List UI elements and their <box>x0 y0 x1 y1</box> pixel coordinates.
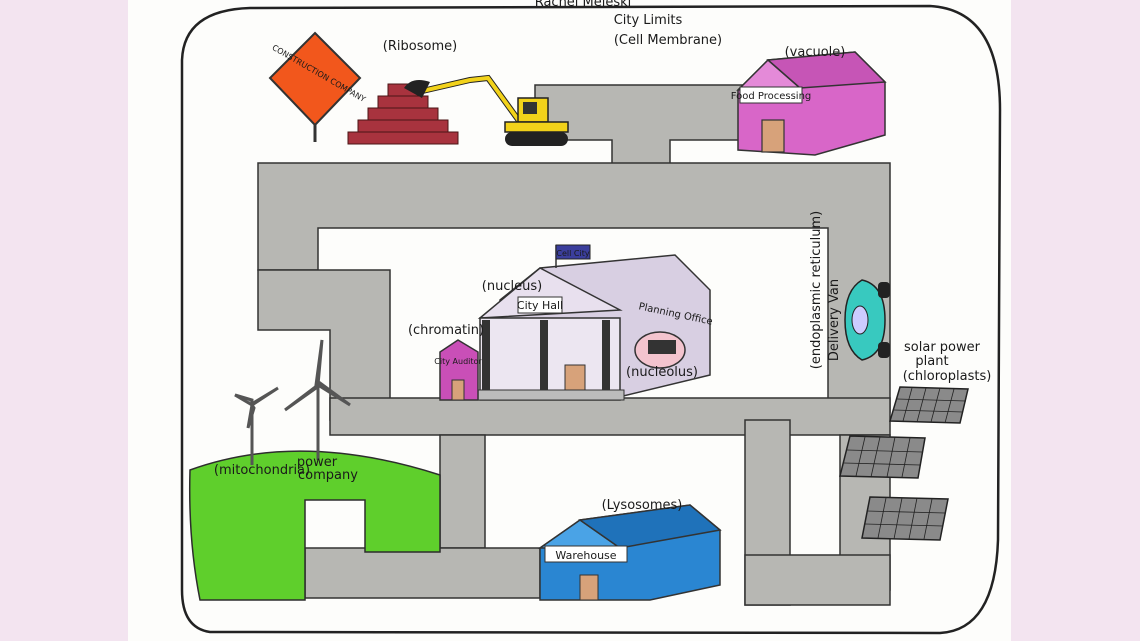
author-name: Rachel Meleski <box>535 0 632 10</box>
excavator <box>404 74 569 146</box>
nucleolus-label: (nucleolus) <box>626 365 698 380</box>
title-city-limits: City Limits <box>614 13 683 28</box>
title-cell-membrane: (Cell Membrane) <box>614 33 722 48</box>
city-auditor-building <box>439 339 479 401</box>
cell-city-flag-label: Cell City <box>556 249 589 258</box>
warehouse-building <box>537 504 722 601</box>
lysosomes-label: (Lysosomes) <box>602 498 683 513</box>
delivery-van <box>844 279 890 361</box>
chromatin-label: (chromatin) <box>408 323 484 338</box>
wind-turbines <box>234 339 351 465</box>
solar-label-line3: (chloroplasts) <box>903 369 992 384</box>
city-auditor-label: City Auditor <box>434 357 482 366</box>
brick-pile <box>347 83 459 145</box>
mitochondria-label: (mitochondria) <box>214 463 310 478</box>
er-label: (endoplasmic reticulum) <box>809 211 824 369</box>
company-label: company <box>298 468 358 483</box>
nucleus-label: (nucleus) <box>482 279 542 294</box>
warehouse-label: Warehouse <box>555 549 616 562</box>
city-limits-outline <box>180 4 1002 635</box>
food-processing-label: Food Processing <box>731 91 812 102</box>
solar-label-line2: plant <box>915 354 948 369</box>
solar-panel-grid <box>843 387 967 540</box>
vacuole-building <box>736 51 887 156</box>
city-hall-label: City Hall <box>517 299 563 312</box>
construction-sign <box>268 31 362 142</box>
solar-label-line1: solar power <box>904 340 981 355</box>
power-label: power <box>297 455 338 470</box>
vacuole-label: (vacuole) <box>785 45 846 60</box>
delivery-van-label: Delivery Van <box>827 279 842 361</box>
city-hall-building <box>477 244 711 401</box>
ribosome-label: (Ribosome) <box>383 39 457 54</box>
grass-hill <box>188 450 441 601</box>
